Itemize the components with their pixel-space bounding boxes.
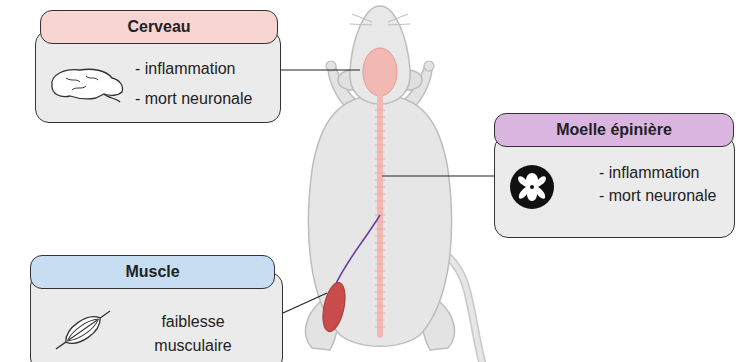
- callout-text: faiblesse musculaire: [138, 310, 248, 358]
- nerve-roots: [375, 110, 385, 327]
- callout-text: - mort neuronale: [135, 84, 252, 114]
- spinal-cord-section-icon: [508, 163, 556, 211]
- leader-line: [281, 69, 360, 70]
- muscle-callout: Muscle faiblesse musculaire: [30, 255, 283, 362]
- mouse-body: [308, 95, 451, 346]
- callout-header: Cerveau: [40, 10, 278, 44]
- callout-header: Moelle épinière: [494, 113, 734, 147]
- brain-callout: Cerveau - inflammation- mort neuronale: [35, 10, 281, 123]
- brain: [363, 48, 397, 96]
- callout-text: - mort neuronale: [599, 184, 716, 207]
- callout-title: Muscle: [125, 263, 179, 280]
- sciatic-nerve: [334, 215, 380, 288]
- brain-icon: [46, 66, 128, 104]
- mouse-whiskers: [350, 14, 410, 25]
- callout-text: - inflammation: [135, 54, 252, 84]
- callout-text-group: faiblesse musculaire: [138, 310, 248, 358]
- mouse-paw: [424, 61, 434, 71]
- callout-text-group: - inflammation- mort neuronale: [135, 54, 252, 114]
- callout-title: Cerveau: [127, 18, 190, 35]
- callout-title: Moelle épinière: [556, 121, 672, 138]
- muscle-icon: [48, 302, 118, 358]
- callout-text: - inflammation: [599, 161, 716, 184]
- leader-line: [382, 175, 494, 176]
- leader-line: [283, 293, 327, 313]
- muscle: [319, 280, 349, 333]
- callout-text-group: - inflammation- mort neuronale: [599, 161, 716, 207]
- callout-header: Muscle: [30, 255, 275, 289]
- mouse-head: [350, 6, 410, 104]
